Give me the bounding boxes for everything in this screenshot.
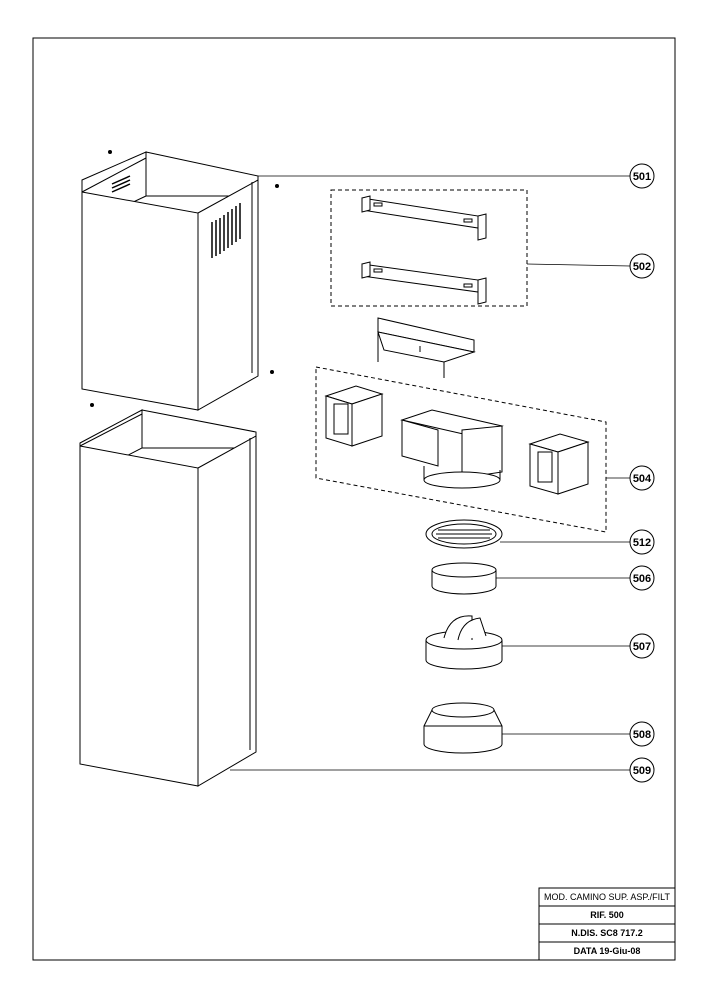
part-upper-chimney	[81, 151, 259, 411]
bracket-group-frame	[330, 189, 528, 307]
part-connector-right	[528, 433, 590, 495]
title-block: MOD. CAMINO SUP. ASP./FILT RIF. 500 N.DI…	[538, 887, 676, 961]
title-block-ref: RIF. 500	[590, 910, 624, 920]
part-connector-left	[324, 385, 384, 447]
callout-512: 512	[629, 529, 655, 555]
callout-501: 501	[629, 163, 655, 189]
callout-label: 502	[633, 261, 651, 273]
callout-502: 502	[629, 253, 655, 279]
screw-set	[90, 150, 279, 407]
callout-label: 512	[633, 537, 651, 549]
connector-group-frame	[315, 366, 607, 533]
part-bracket-bottom	[361, 261, 487, 305]
callout-label: 506	[633, 573, 651, 585]
callout-label: 507	[633, 641, 651, 653]
part-lower-chimney	[79, 409, 257, 787]
part-mounting-bracket	[377, 317, 476, 378]
callout-504: 504	[629, 465, 655, 491]
callout-label: 508	[633, 729, 651, 741]
title-block-date: DATA 19-Giu-08	[574, 946, 641, 956]
title-block-model: MOD. CAMINO SUP. ASP./FILT	[544, 892, 671, 902]
drawing-frame	[32, 37, 676, 961]
part-reducer	[423, 702, 503, 754]
callout-509: 509	[629, 757, 655, 783]
callout-506: 506	[629, 565, 655, 591]
leader-lines	[230, 175, 631, 771]
callout-508: 508	[629, 721, 655, 747]
part-connector-center	[400, 409, 504, 489]
part-ring	[431, 562, 497, 595]
title-block-drawing-no: N.DIS. SC8 717.2	[571, 928, 643, 938]
vent-grille-upper	[111, 175, 241, 258]
part-bracket-top	[361, 195, 487, 241]
callout-label: 504	[633, 473, 652, 485]
callout-507: 507	[629, 633, 655, 659]
callout-label: 501	[633, 171, 651, 183]
callout-label: 509	[633, 765, 651, 777]
part-damper	[425, 615, 503, 670]
part-grille	[425, 519, 503, 549]
